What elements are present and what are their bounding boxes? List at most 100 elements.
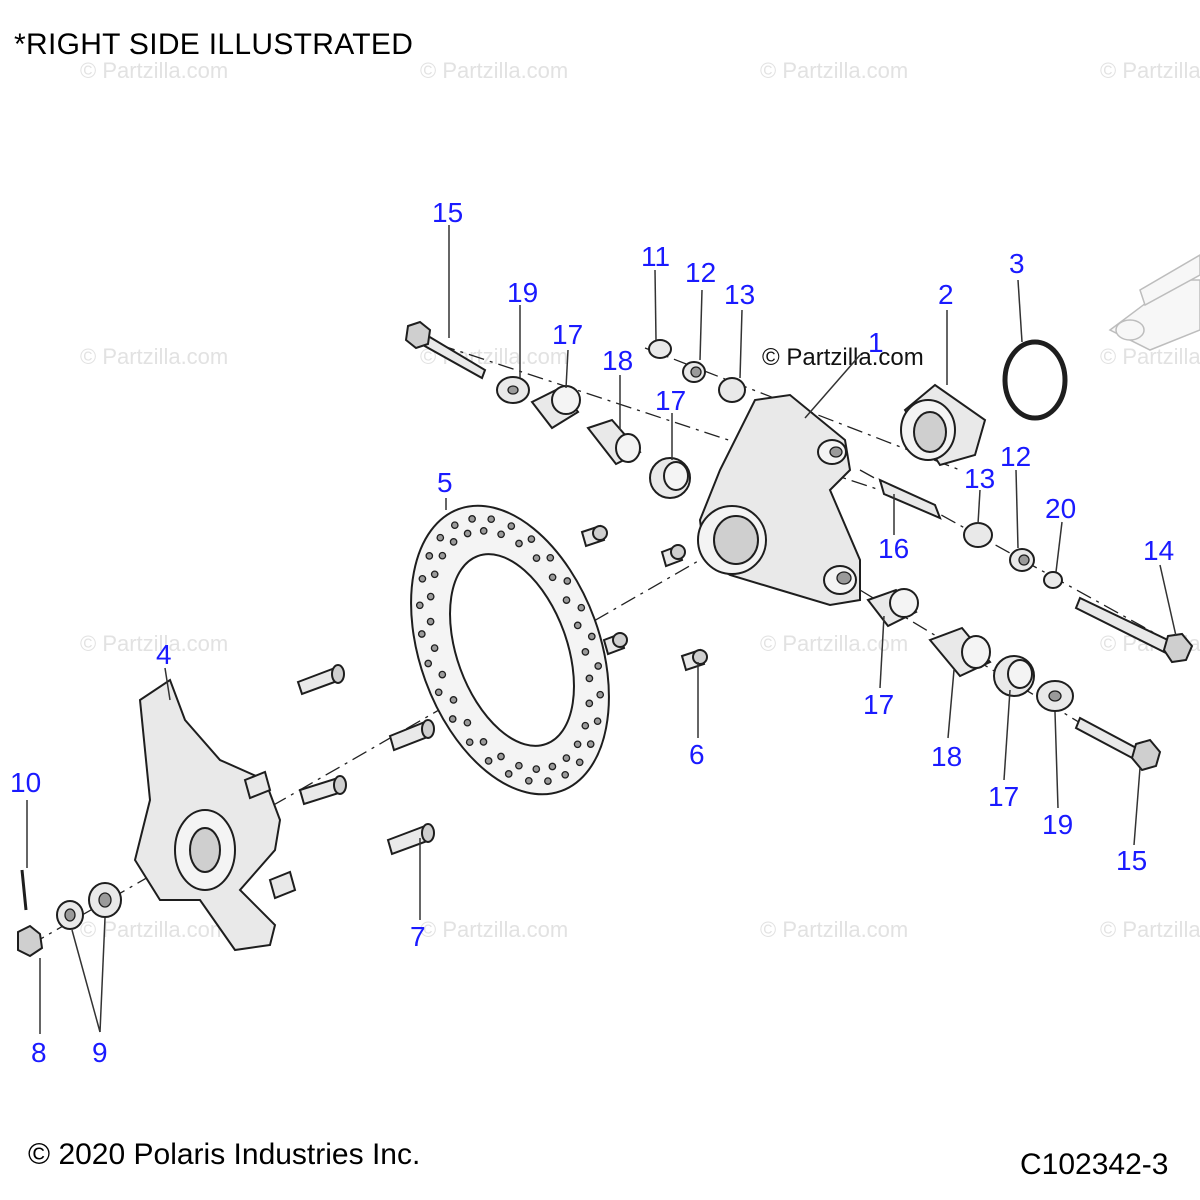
bushing-upper-left [530, 385, 581, 430]
disc-vent-hole [504, 770, 513, 778]
callout-14: 14 [1143, 535, 1174, 566]
spacer-right [963, 522, 993, 548]
disc-vent-hole [465, 738, 474, 747]
disc-vent-hole [417, 630, 426, 638]
watermark: © Partzilla.com [80, 58, 229, 83]
disc-vent-hole [426, 592, 435, 601]
callout-18-lower: 18 [931, 741, 962, 772]
callout-4: 4 [156, 639, 172, 670]
disc-vent-hole [585, 674, 594, 683]
disc-vent-hole [585, 699, 594, 708]
disc-vent-hole [450, 521, 459, 530]
pin [878, 478, 942, 520]
disc-vent-hole [524, 776, 533, 785]
callout-15-upper: 15 [432, 197, 463, 228]
disc-vent-hole [415, 601, 424, 610]
wheel-studs [296, 664, 435, 856]
brake-disc [410, 504, 610, 796]
callout-13-right: 13 [964, 463, 995, 494]
washer-small [1043, 571, 1063, 589]
watermark-center: © Partzilla.com [762, 344, 924, 371]
disc-vent-hole [587, 632, 596, 641]
bushing-lower-left [866, 588, 919, 628]
callout-8: 8 [31, 1037, 47, 1068]
disc-vent-hole [544, 777, 552, 785]
copyright: © 2020 Polaris Industries Inc. [28, 1138, 421, 1171]
bushing-small [648, 339, 672, 359]
watermark: © Partzilla.com [80, 344, 229, 369]
disc-vent-hole [594, 662, 603, 670]
callout-15-lower: 15 [1116, 845, 1147, 876]
disc-vent-hole [562, 754, 571, 762]
callout-19-upper: 19 [507, 277, 538, 308]
disc-vent-hole [497, 530, 505, 539]
disc-vent-hole [563, 577, 572, 585]
disc-vent-hole [468, 515, 476, 523]
bushing-upper-right [649, 457, 691, 499]
disc-vent-hole [515, 539, 523, 548]
disc-vent-hole [430, 644, 439, 652]
disc-vent-hole [575, 758, 584, 767]
disc-vent-hole [532, 554, 541, 562]
disc-vent-hole [448, 715, 457, 723]
disc-vent-hole [527, 535, 536, 543]
disc-vent-hole [424, 659, 433, 668]
callout-9: 9 [92, 1037, 108, 1068]
snap-ring [1002, 339, 1068, 421]
watermark: © Partzilla.com [760, 917, 909, 942]
disc-vent-hole [426, 617, 435, 626]
figure-id: C102342-3 [1020, 1148, 1169, 1181]
spacer-upper [718, 377, 746, 403]
callout-11: 11 [641, 241, 670, 272]
cotter-pin [20, 869, 28, 911]
callout-16: 16 [878, 533, 909, 564]
disc-vent-hole [532, 765, 541, 773]
sleeve-lower [928, 626, 992, 678]
disc-vent-hole [573, 621, 582, 630]
disc-vent-hole [548, 762, 557, 771]
disc-vent-hole [436, 533, 445, 542]
disc-vent-hole [484, 757, 493, 765]
callout-5: 5 [437, 467, 453, 498]
disc-vent-hole [562, 596, 571, 604]
callout-18-upper: 18 [602, 345, 633, 376]
castle-nut [17, 924, 44, 958]
bearing [900, 383, 987, 467]
disc-vent-hole [425, 552, 434, 560]
disc-vent-hole [577, 603, 586, 612]
disc-vent-hole [418, 574, 427, 583]
watermark: © Partzilla.com [1100, 917, 1200, 942]
watermark: © Partzilla.com [420, 917, 569, 942]
callout-12-right: 12 [1000, 441, 1031, 472]
disc-vent-hole [438, 670, 447, 679]
disc-vent-hole [479, 527, 488, 535]
disc-vent-hole [507, 522, 516, 530]
callout-20: 20 [1045, 493, 1076, 524]
callout-3: 3 [1009, 248, 1025, 279]
watermark: © Partzilla.com [760, 58, 909, 83]
disc-vent-hole [434, 688, 443, 697]
callout-19-lower: 19 [1042, 809, 1073, 840]
knuckle [697, 393, 861, 607]
disc-vent-hole [487, 515, 496, 524]
callout-7: 7 [410, 921, 426, 952]
bolt-lower [1074, 716, 1162, 772]
callouts: 15 19 17 18 17 11 12 13 1 2 3 13 12 20 1… [10, 197, 1174, 1068]
bolt-long [1074, 596, 1194, 664]
callout-6: 6 [689, 739, 705, 770]
callout-2: 2 [938, 279, 954, 310]
bushing-lower-right [993, 655, 1035, 697]
watermark: © Partzilla.com [1100, 58, 1200, 83]
disc-vent-hole [479, 738, 488, 746]
disc-vent-hole [438, 551, 447, 560]
disc-vent-hole [515, 761, 523, 770]
disc-vent-hole [463, 529, 472, 538]
disc-vent-hole [586, 740, 595, 748]
disc-vent-hole [573, 740, 582, 749]
callout-17-upper-left: 17 [552, 319, 583, 350]
disc-vent-hole [546, 553, 555, 562]
disc-vent-hole [581, 648, 590, 656]
callout-13-upper: 13 [724, 279, 755, 310]
callout-1: 1 [868, 327, 884, 358]
